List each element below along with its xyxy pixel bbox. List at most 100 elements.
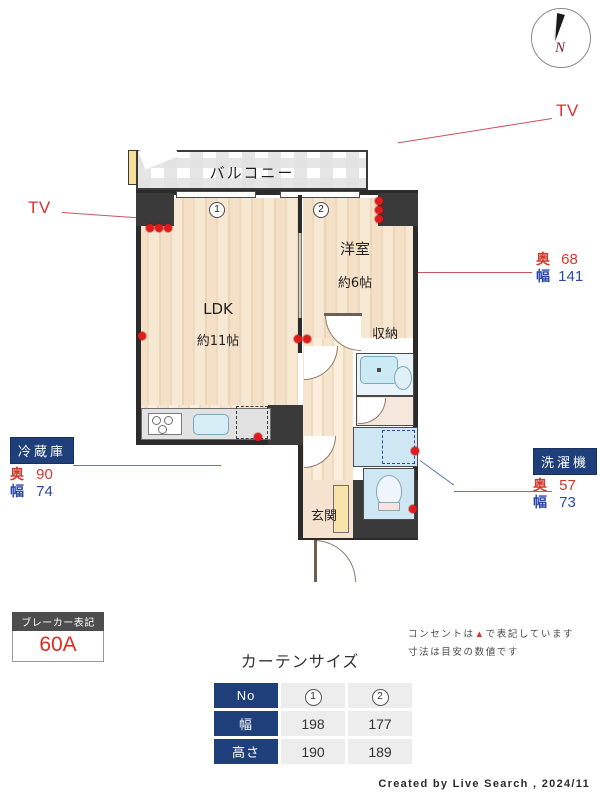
- breaker-box: ブレーカー表記 60A: [12, 612, 104, 662]
- curtain-row-header: 幅: [214, 711, 278, 736]
- curtain-col2-header: 2: [348, 683, 412, 708]
- room-size-western: 約6帖: [337, 276, 373, 291]
- curtain-width-2: 177: [348, 711, 412, 736]
- toilet-bowl-icon: [376, 475, 402, 507]
- entrance-door-arc[interactable]: [314, 540, 356, 582]
- window-number-2: 2: [313, 202, 329, 218]
- outlet-ldk-east-1: [294, 335, 302, 343]
- outlet-western-ne-1: [375, 197, 383, 205]
- outlet-ldk-nw-1: [146, 224, 154, 232]
- laundry-area: [353, 427, 418, 467]
- fridge-width-row: 幅 74: [10, 482, 74, 501]
- fridge-depth-value: 90: [36, 466, 53, 483]
- washer-width-key: 幅: [533, 493, 547, 510]
- door-western-leaf: [324, 313, 362, 316]
- breaker-title: ブレーカー表記: [12, 612, 104, 631]
- closet-depth-value: 68: [561, 251, 578, 268]
- tv-label-left: TV: [28, 198, 51, 217]
- credit-text: Created by Live Search , 2024/11: [378, 778, 590, 790]
- closet-width-value: 141: [558, 267, 584, 285]
- window-number-1-badge: 1: [304, 688, 322, 706]
- outlet-ldk-nw-2: [155, 224, 163, 232]
- room-ldk-floor: [138, 198, 298, 443]
- balcony-label: バルコニー: [209, 165, 295, 182]
- table-row: 幅 198 177: [214, 711, 412, 736]
- sink-basin-icon: [394, 366, 412, 390]
- legend-note-outlet-before: コンセントは: [408, 629, 475, 640]
- fridge-leader-h: [73, 465, 221, 466]
- wall-north: [136, 190, 418, 195]
- closet-leader: [404, 272, 532, 273]
- closet-label: 収納: [371, 327, 398, 342]
- curtain-row-header: 高さ: [214, 739, 278, 764]
- north-compass: N: [531, 8, 593, 70]
- fridge-spec-title: 冷蔵庫: [10, 437, 75, 464]
- outlet-toilet: [409, 505, 417, 513]
- closet-depth-key: 奥: [536, 251, 550, 267]
- closet-width-row: 幅 141: [536, 267, 584, 286]
- table-row: 高さ 190 189: [214, 739, 412, 764]
- fridge-depth-key: 奥: [10, 466, 24, 482]
- breaker-value: 60A: [12, 631, 104, 662]
- wall-south-ldk: [136, 440, 303, 445]
- curtain-size-table: No 1 2 幅 198 177 高さ 190 189: [211, 680, 415, 767]
- outlet-ldk-nw-3: [164, 224, 172, 232]
- fridge-depth-row: 奥 90: [10, 466, 74, 484]
- curtain-width-1: 198: [281, 711, 345, 736]
- outlet-triangle-icon: ▲: [474, 629, 486, 640]
- room-label-western: 洋室: [339, 240, 370, 258]
- outlet-hall-1: [303, 335, 311, 343]
- legend-note-dimensions: 寸法は目安の数値です: [408, 647, 520, 659]
- bathtub-drain-icon: [377, 368, 381, 372]
- stove-burner-1-icon: [152, 416, 161, 425]
- washer-width-value: 73: [559, 493, 576, 511]
- wall-west-hall: [298, 440, 303, 540]
- curtain-height-2: 189: [348, 739, 412, 764]
- window-1[interactable]: [176, 191, 256, 198]
- table-row: No 1 2: [214, 683, 412, 708]
- washing-machine-space: [382, 430, 415, 464]
- legend-note-outlet-after: で表記しています: [485, 629, 575, 640]
- closet-depth-row: 奥 68: [536, 251, 583, 269]
- washer-width-row: 幅 73: [533, 493, 597, 512]
- curtain-row-header: No: [214, 683, 278, 708]
- washer-depth-row: 奥 57: [533, 477, 597, 495]
- fridge-spec: 冷蔵庫 奥 90 幅 74: [10, 437, 75, 501]
- closet-spec: 奥 68 幅 141: [536, 251, 584, 286]
- sliding-partition: [298, 233, 302, 318]
- entrance-label: 玄関: [310, 509, 337, 524]
- legend-notes: コンセントは▲で表記しています 寸法は目安の数値です: [408, 626, 574, 662]
- curtain-col1-header: 1: [281, 683, 345, 708]
- window-number-1: 1: [209, 202, 225, 218]
- curtain-height-1: 190: [281, 739, 345, 764]
- window-2[interactable]: [280, 191, 360, 198]
- legend-note-outlet: コンセントは▲で表記しています: [408, 626, 574, 644]
- outlet-laundry: [411, 447, 419, 455]
- stove-burner-3-icon: [158, 425, 167, 434]
- washer-spec: 洗濯機 奥 57 幅 73: [533, 448, 598, 512]
- balcony: バルコニー: [136, 137, 368, 190]
- refrigerator-space: [236, 406, 268, 439]
- fridge-width-value: 74: [36, 482, 53, 500]
- stove-burner-2-icon: [164, 416, 173, 425]
- tv-alcove-right: [378, 193, 418, 226]
- tv-leader-right: [397, 118, 553, 144]
- curtain-size-title: カーテンサイズ: [240, 654, 360, 671]
- outlet-kitchen-fridge: [254, 433, 262, 441]
- wall-west: [136, 190, 141, 445]
- compass-ring: [531, 8, 591, 68]
- washer-leader-h: [454, 491, 552, 492]
- washer-spec-title: 洗濯機: [533, 448, 598, 475]
- outlet-western-ne-2: [375, 206, 383, 214]
- wall-east-upper: [413, 190, 418, 350]
- floor-plan: バルコニー 1 2 LDK 約11帖 洋室 約6帖 収納: [128, 137, 438, 582]
- tv-label-right: TV: [556, 101, 579, 120]
- entrance-door-leaf: [314, 540, 317, 582]
- compass-north-label: N: [555, 40, 566, 56]
- partition-upper: [298, 195, 302, 233]
- washer-depth-value: 57: [559, 477, 576, 494]
- closet-width-key: 幅: [536, 267, 550, 284]
- toilet-tank-icon: [378, 502, 400, 511]
- washer-depth-key: 奥: [533, 477, 547, 493]
- shoe-cabinet: [333, 485, 349, 533]
